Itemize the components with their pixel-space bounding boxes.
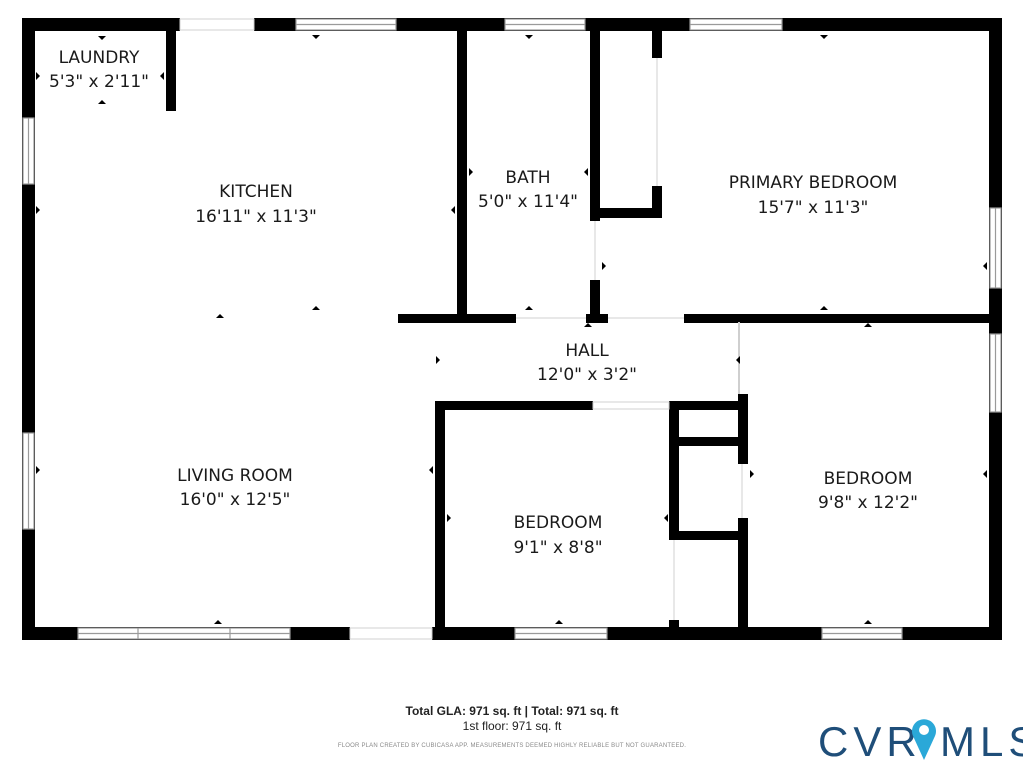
bedroom-center-dims: 9'1" x 8'8" bbox=[513, 538, 602, 558]
door-openings bbox=[179, 18, 743, 640]
windows bbox=[22, 18, 1002, 640]
exterior-walls bbox=[22, 18, 1002, 640]
primary-bedroom-dims: 15'7" x 11'3" bbox=[758, 198, 869, 218]
primary-bedroom-label: PRIMARY BEDROOM bbox=[729, 173, 898, 193]
map-pin-icon bbox=[912, 719, 936, 760]
hall-dims: 12'0" x 3'2" bbox=[537, 365, 637, 385]
bath-label: BATH bbox=[505, 168, 550, 188]
interior-walls bbox=[166, 31, 1002, 640]
logo-text-right: MLS bbox=[940, 718, 1023, 764]
laundry-dims: 5'3" x 2'11" bbox=[49, 72, 149, 92]
living-room-label: LIVING ROOM bbox=[177, 466, 293, 486]
floor-area: 1st floor: 971 sq. ft bbox=[462, 719, 562, 733]
cvrmls-logo: CVR MLS bbox=[818, 718, 1023, 764]
kitchen-label: KITCHEN bbox=[219, 182, 293, 202]
bedroom-right-label: BEDROOM bbox=[824, 469, 913, 489]
bedroom-right-dims: 9'8" x 12'2" bbox=[818, 493, 918, 513]
hall-label: HALL bbox=[565, 341, 609, 361]
laundry-label: LAUNDRY bbox=[59, 48, 140, 68]
total-area: Total GLA: 971 sq. ft | Total: 971 sq. f… bbox=[405, 704, 619, 718]
disclaimer: FLOOR PLAN CREATED BY CUBICASA APP. MEAS… bbox=[337, 743, 687, 749]
living-room-dims: 16'0" x 12'5" bbox=[180, 490, 291, 510]
floor-plan: LAUNDRY 5'3" x 2'11" KITCHEN 16'11" x 11… bbox=[22, 18, 1002, 640]
bath-dims: 5'0" x 11'4" bbox=[478, 192, 578, 212]
logo-text-left: CVR bbox=[818, 718, 922, 764]
dimension-ticks bbox=[36, 35, 987, 624]
bedroom-center-label: BEDROOM bbox=[514, 513, 603, 533]
kitchen-dims: 16'11" x 11'3" bbox=[195, 207, 317, 227]
